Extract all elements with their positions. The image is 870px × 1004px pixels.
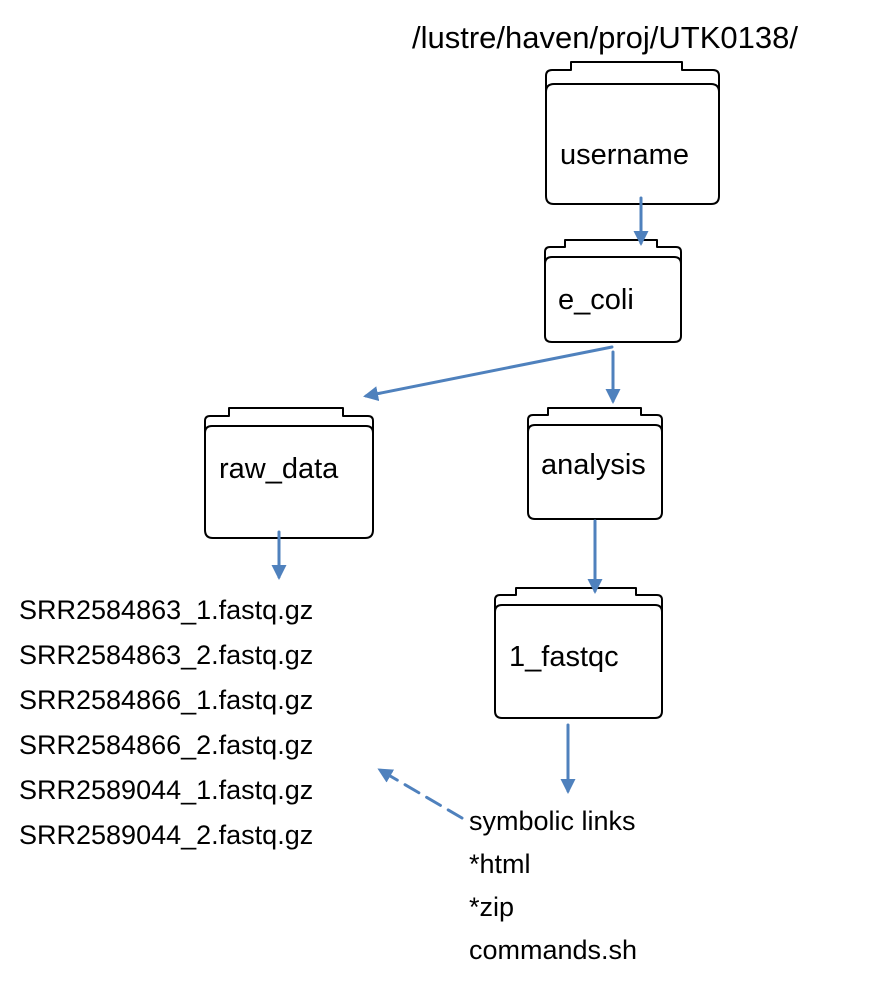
dashed-arrow-symlinks-to-raw-files xyxy=(377,768,464,820)
file-name: SRR2584866_2.fastq.gz xyxy=(19,730,314,760)
file-name: SRR2589044_2.fastq.gz xyxy=(19,820,314,850)
output-item: *zip xyxy=(469,892,515,922)
folder-icon-raw_data xyxy=(204,407,374,539)
folder-label-username: username xyxy=(560,139,689,171)
output-item: symbolic links xyxy=(469,806,636,836)
folder-label-analysis: analysis xyxy=(541,449,646,481)
folder-label-raw_data: raw_data xyxy=(219,453,339,485)
folder-icon-analysis xyxy=(527,407,663,520)
output-item: *html xyxy=(469,849,531,879)
file-name: SRR2584866_1.fastq.gz xyxy=(19,685,314,715)
arrow-e_coli-to-raw_data xyxy=(363,345,614,402)
folder-label-1_fastqc: 1_fastqc xyxy=(509,641,619,673)
folder-icon-username xyxy=(545,61,720,205)
root-path-label: /lustre/haven/proj/UTK0138/ xyxy=(412,20,798,55)
folder-icon-e_coli xyxy=(544,239,682,343)
file-name: SRR2589044_1.fastq.gz xyxy=(19,775,314,805)
file-name: SRR2584863_2.fastq.gz xyxy=(19,640,314,670)
file-name: SRR2584863_1.fastq.gz xyxy=(19,595,314,625)
output-item: commands.sh xyxy=(469,935,638,965)
folder-icon-1_fastqc xyxy=(494,587,663,719)
folder-label-e_coli: e_coli xyxy=(558,284,634,316)
